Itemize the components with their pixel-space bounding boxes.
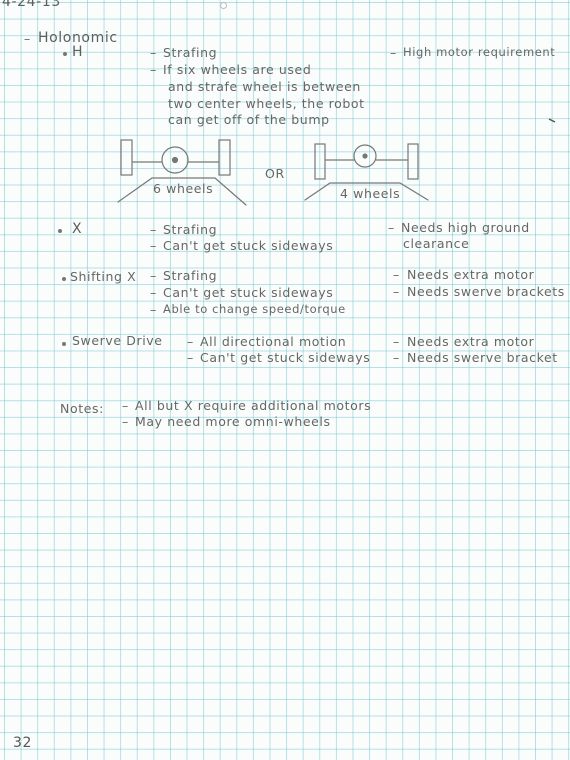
drivetrain-sketch [117, 118, 556, 206]
notes-item-1: All but X require additional motors [135, 398, 372, 413]
swerve-con-2: Needs swerve bracket [407, 350, 558, 365]
notes-label: Notes: [60, 401, 104, 416]
dash-mark: – [24, 31, 31, 46]
bullet-swerve [62, 342, 66, 346]
bullet-shifting-x [62, 277, 66, 281]
x-con-1: Needs high ground [401, 220, 530, 235]
dash-mark: – [150, 268, 157, 283]
fig-label-6-wheels: 6 wheels [153, 181, 214, 196]
x-note-1: Strafing [163, 222, 218, 237]
drive-label-swerve: Swerve Drive [72, 333, 163, 348]
dash-mark: – [388, 220, 395, 235]
shifting-con-1: Needs extra motor [407, 267, 535, 282]
shifting-note-3: Able to change speed/torque [163, 302, 346, 316]
shifting-note-1: Strafing [163, 268, 218, 283]
dash-mark: – [150, 238, 157, 253]
fig-label-or: OR [265, 166, 285, 181]
bullet-h [63, 52, 67, 56]
h-note-5: can get off of the bump [168, 112, 330, 127]
shifting-note-2: Can't get stuck sideways [163, 285, 334, 300]
dash-mark: – [393, 284, 400, 299]
binder-hole [220, 2, 227, 9]
h-con: High motor requirement [403, 45, 556, 59]
h-note-2: If six wheels are used [163, 62, 312, 77]
dash-mark: – [390, 45, 397, 60]
dash-mark: – [187, 350, 194, 365]
dash-mark: – [150, 45, 157, 60]
x-con-2: clearance [403, 236, 470, 251]
dash-mark: – [393, 334, 400, 349]
dash-mark: – [150, 222, 157, 237]
dash-mark: – [393, 267, 400, 282]
h-note-3: and strafe wheel is between [168, 79, 361, 94]
shifting-con-2: Needs swerve brackets [407, 284, 565, 299]
fig-label-4-wheels: 4 wheels [340, 186, 401, 201]
dash-mark: – [393, 350, 400, 365]
drive-label-x: X [72, 221, 83, 237]
section-title: Holonomic [38, 30, 118, 46]
drive-label-shifting-x: Shifting X [70, 269, 137, 284]
h-note-1: Strafing [163, 45, 218, 60]
dash-mark: – [122, 398, 129, 413]
notes-item-2: May need more omni-wheels [135, 414, 331, 429]
dash-mark: – [150, 285, 157, 300]
bullet-x [58, 229, 62, 233]
dash-mark: – [150, 62, 157, 77]
drive-label-h: H [72, 44, 84, 60]
swerve-note-1: All directional motion [200, 334, 347, 349]
page-date: 4-24-13 [2, 0, 61, 10]
dash-mark: – [150, 302, 157, 317]
page-number: 32 [13, 735, 33, 751]
dash-mark: – [187, 334, 194, 349]
x-note-2: Can't get stuck sideways [163, 238, 334, 253]
dash-mark: – [122, 414, 129, 429]
swerve-con-1: Needs extra motor [407, 334, 535, 349]
h-note-4: two center wheels, the robot [168, 96, 365, 111]
swerve-note-2: Can't get stuck sideways [200, 350, 371, 365]
